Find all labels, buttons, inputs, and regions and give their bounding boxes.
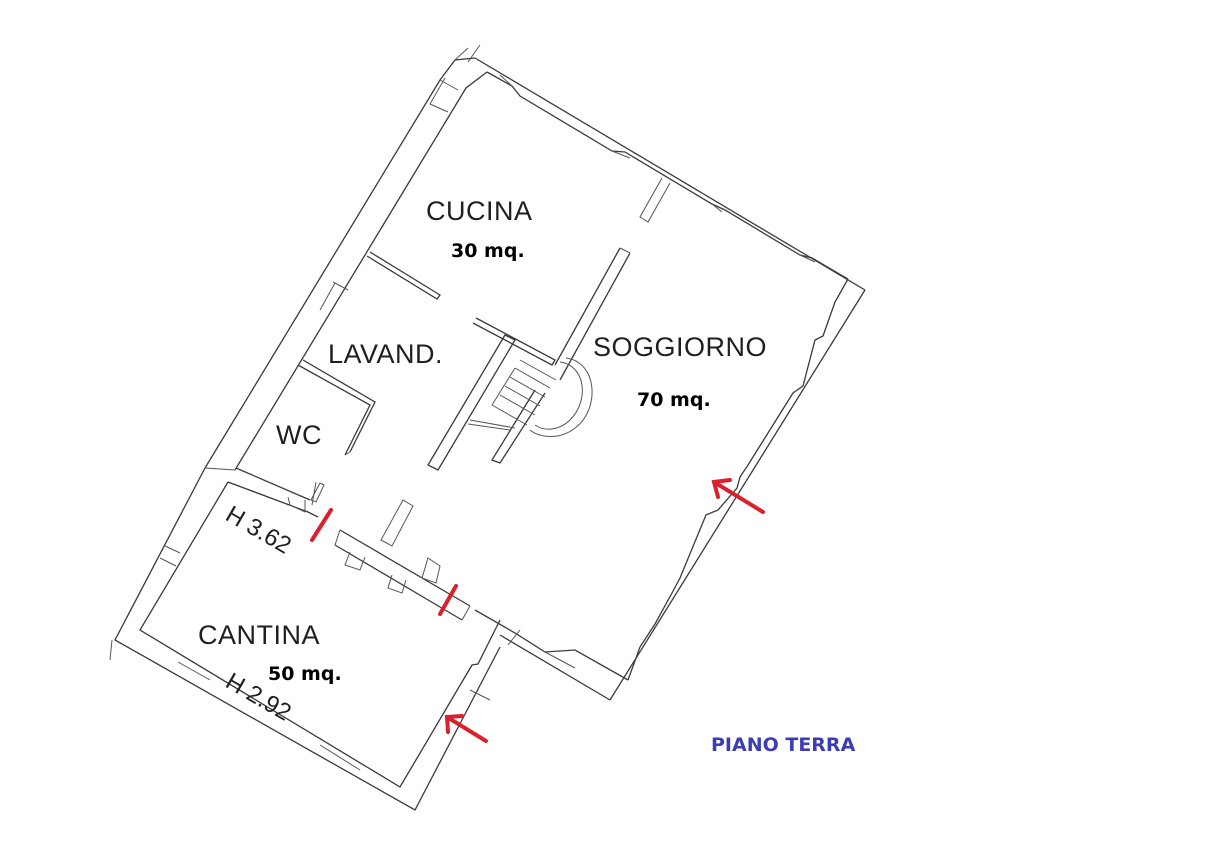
staircase (467, 357, 593, 437)
room-label-cantina: CANTINA (198, 620, 320, 650)
entrance-arrow-soggiorno-icon (711, 478, 765, 514)
divider-tick-left (310, 508, 333, 542)
room-area-soggiorno: 70 mq. (637, 389, 711, 411)
floor-title: PIANO TERRA (711, 734, 856, 756)
room-area-cucina: 30 mq. (451, 240, 525, 262)
room-label-soggiorno: SOGGIORNO (593, 332, 767, 362)
cantina-walls (109, 467, 501, 811)
room-label-wc: WC (276, 420, 322, 450)
height-label-upper: H 3.62 (221, 501, 296, 560)
red-markers (310, 478, 765, 743)
room-label-lavanderia: LAVAND. (328, 339, 443, 369)
entrance-arrow-cantina-icon (444, 714, 488, 743)
room-labels: CUCINA 30 mq. SOGGIORNO 70 mq. LAVAND. W… (198, 196, 767, 727)
room-area-cantina: 50 mq. (268, 663, 342, 685)
room-label-cucina: CUCINA (426, 196, 533, 226)
exterior-walls (204, 44, 866, 701)
divider-tick-right (438, 584, 458, 616)
